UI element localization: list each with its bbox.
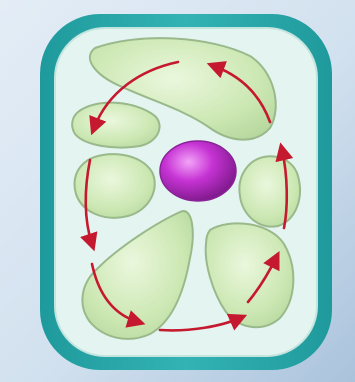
nucleus (160, 141, 236, 201)
chloroplast-middle-right (239, 156, 300, 226)
chloroplast-upper-left (72, 103, 159, 148)
